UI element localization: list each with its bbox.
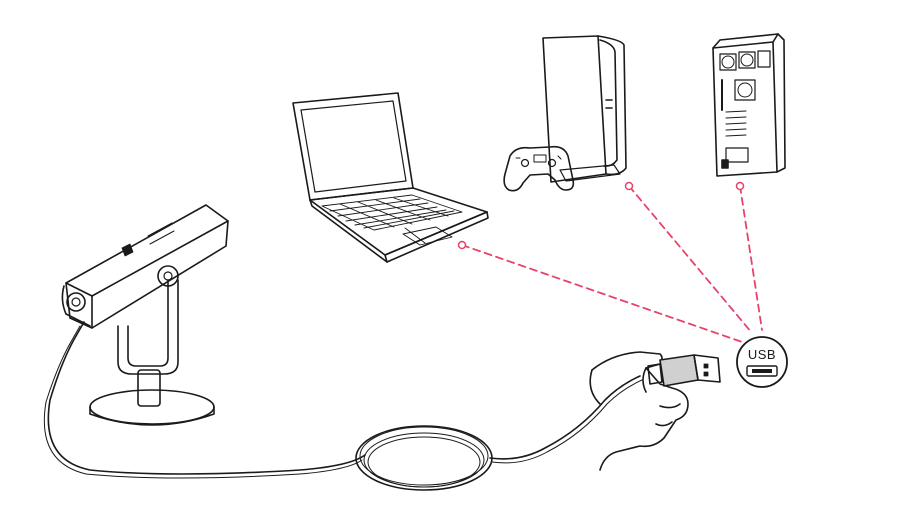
- laptop-icon: [292, 92, 489, 263]
- laptop-endpoint-dot: [457, 240, 467, 250]
- connection-console: [628, 185, 753, 334]
- usb-plug-icon: [647, 354, 721, 387]
- microphone-icon: [61, 204, 229, 426]
- desktop-tower-icon: [712, 33, 786, 177]
- coiled-cable-icon: [43, 321, 643, 491]
- connection-endpoints: [457, 181, 745, 250]
- gamepad-icon: [503, 145, 575, 192]
- game-console-icon: [542, 35, 627, 183]
- hand-icon: [589, 351, 689, 471]
- usb-badge: USB: [736, 336, 788, 388]
- connection-desktop: [739, 185, 763, 331]
- connection-lines: [461, 185, 763, 344]
- console-endpoint-dot: [624, 181, 634, 191]
- desktop-endpoint-dot: [735, 181, 745, 191]
- connection-laptop: [461, 244, 746, 344]
- usb-port-icon: [746, 365, 778, 377]
- usb-label: USB: [748, 347, 776, 362]
